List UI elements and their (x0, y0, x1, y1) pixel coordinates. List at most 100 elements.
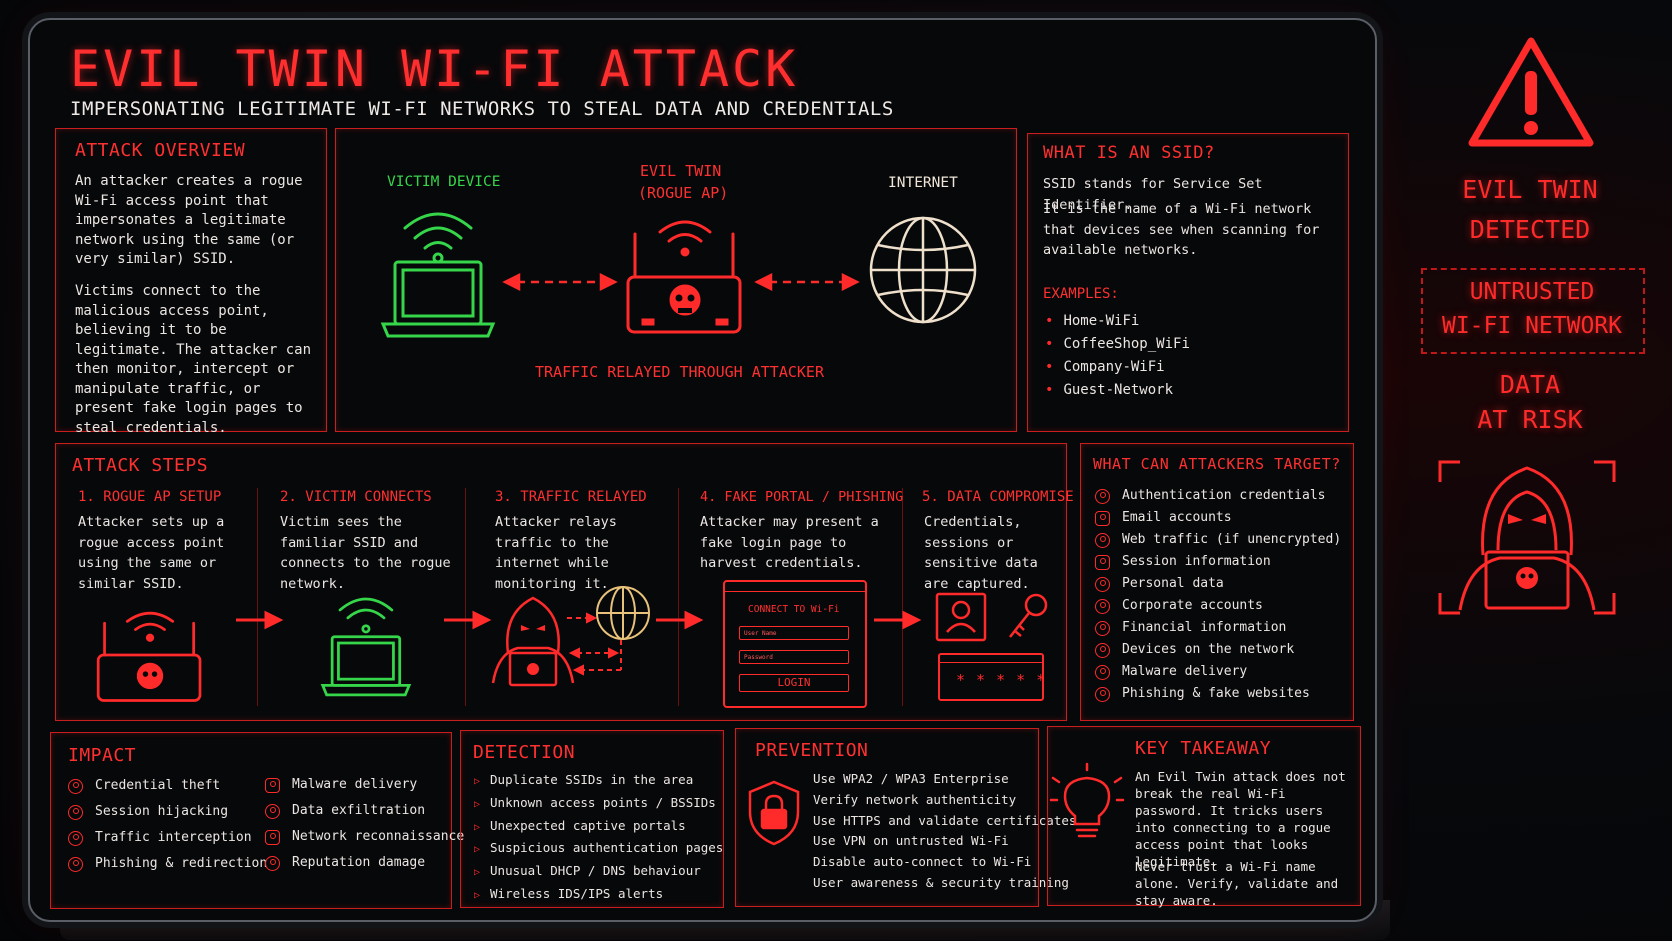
list-item: Malware delivery (265, 772, 464, 798)
list-item: Suspicious authentication pages (474, 838, 723, 861)
evil-twin-label: EVIL TWIN (640, 162, 722, 180)
list-item: Reputation damage (265, 850, 464, 876)
hook-icon (68, 856, 83, 872)
building-icon (1095, 598, 1110, 614)
list-item-label: Session hijacking (95, 804, 229, 819)
divider (465, 488, 466, 706)
arrow-right-icon (444, 610, 492, 630)
email-icon (1095, 510, 1110, 526)
list-item-label: Personal data (1122, 576, 1224, 591)
overview-para2: Victims connect to the malicious access … (75, 283, 312, 436)
untrusted-line-2: WI-FI NETWORK (1441, 313, 1622, 339)
list-item: Disable auto-connect to Wi-Fi (813, 854, 1032, 870)
list-item-label: Traffic interception (95, 830, 252, 845)
dollar-icon (1095, 620, 1110, 636)
impact-panel (50, 732, 452, 909)
bug-icon (1095, 664, 1110, 680)
prevention-panel (735, 728, 1039, 907)
divider (678, 488, 679, 706)
overview-heading: ATTACK OVERVIEW (75, 140, 246, 161)
password-box-titlebar (940, 655, 1042, 663)
fake-portal-window: CONNECT TO Wi-Fi User Name Password LOGI… (723, 580, 867, 708)
victim-laptop-icon (380, 212, 496, 338)
step-5-text: Credentials, sessions or sensitive data … (924, 514, 1038, 592)
ssid-line2: It is the name of a Wi-Fi network that d… (1043, 201, 1320, 258)
hook-icon (1095, 686, 1110, 702)
arrow-right-icon (874, 610, 922, 630)
list-item: Company-WiFi (1045, 356, 1190, 379)
targets-list: Authentication credentials Email account… (1095, 485, 1341, 705)
list-item-label: Web traffic (if unencrypted) (1122, 532, 1342, 547)
list-item: Use WPA2 / WPA3 Enterprise (813, 771, 1009, 786)
step-2-text: Victim sees the familiar SSID and connec… (280, 514, 451, 592)
list-item: Credential theft (68, 773, 267, 799)
internet-label: INTERNET (888, 175, 958, 191)
divider (257, 488, 258, 706)
globe-icon (869, 216, 977, 324)
portal-username-field: User Name (739, 626, 849, 640)
list-item: Unknown access points / BSSIDs (474, 793, 723, 816)
portal-titlebar (725, 582, 865, 592)
list-item: Session hijacking (68, 799, 267, 825)
divider (902, 488, 903, 706)
list-item: Home-WiFi (1045, 310, 1190, 333)
list-item-label: Reputation damage (292, 855, 426, 870)
detection-heading: DETECTION (473, 742, 576, 763)
steps-heading: ATTACK STEPS (72, 455, 209, 476)
key-icon (1009, 593, 1048, 638)
diagram-caption: TRAFFIC RELAYED THROUGH ATTACKER (535, 363, 824, 381)
hacker-icon (491, 596, 575, 687)
hacker-icon (1438, 460, 1616, 615)
list-item-label: Devices on the network (1122, 642, 1295, 657)
session-icon (68, 804, 83, 820)
reputation-icon (265, 855, 280, 871)
list-item: Web traffic (if unencrypted) (1095, 529, 1341, 551)
user-id-icon (935, 592, 987, 642)
list-item: Guest-Network (1045, 379, 1190, 402)
list-item-label: Corporate accounts (1122, 598, 1263, 613)
detection-list: Duplicate SSIDs in the area Unknown acce… (474, 770, 723, 907)
examples-label: EXAMPLES: (1043, 286, 1119, 302)
page-subtitle: IMPERSONATING LEGITIMATE WI-FI NETWORKS … (70, 98, 894, 120)
ssid-examples-list: Home-WiFi CoffeeShop_WiFi Company-WiFi G… (1045, 310, 1190, 402)
credential-icon (68, 778, 83, 794)
person-icon (1095, 576, 1110, 592)
list-item: Phishing & fake websites (1095, 683, 1341, 705)
recon-icon (265, 829, 280, 845)
list-item-label: Phishing & redirection (95, 856, 268, 871)
overview-panel (55, 128, 327, 432)
list-item-label: Financial information (1122, 620, 1287, 635)
password-box: * * * * * (938, 653, 1047, 701)
list-item: Unusual DHCP / DNS behaviour (474, 861, 723, 884)
list-item-label: Credential theft (95, 778, 221, 793)
list-item-label: Data exfiltration (292, 803, 426, 818)
password-stars: * * * * * (956, 671, 1047, 689)
session-icon (1095, 554, 1110, 570)
impact-list-1: Credential theft Session hijacking Traff… (68, 773, 267, 877)
takeaway-para2: Never trust a Wi-Fi name alone. Verify, … (1135, 859, 1339, 908)
list-item: Personal data (1095, 573, 1341, 595)
list-item: Traffic interception (68, 825, 267, 851)
prevention-heading: PREVENTION (755, 740, 869, 761)
list-item: CoffeeShop_WiFi (1045, 333, 1189, 356)
impact-list-2: Malware delivery Data exfiltration Netwo… (265, 772, 464, 876)
step-3-text: Attacker relays traffic to the internet … (495, 514, 617, 592)
takeaway-heading: KEY TAKEAWAY (1135, 738, 1272, 759)
page-title: EVIL TWIN WI-FI ATTACK (70, 40, 799, 98)
alert-line-2: DETECTED (1469, 215, 1591, 244)
list-item-label: Phishing & fake websites (1122, 686, 1310, 701)
list-item-label: Session information (1122, 554, 1271, 569)
list-item: Use VPN on untrusted Wi-Fi (813, 833, 1009, 849)
victim-device-label: VICTIM DEVICE (387, 174, 501, 190)
list-item: Network reconnaissance (265, 824, 464, 850)
step-1-text: Attacker sets up a rogue access point us… (78, 514, 225, 592)
portal-password-field: Password (739, 650, 849, 664)
lightbulb-icon (1049, 762, 1125, 838)
overview-para1: An attacker creates a rogue Wi-Fi access… (75, 173, 303, 267)
list-item: Use HTTPS and validate certificates (813, 812, 1077, 828)
eye-icon (68, 830, 83, 846)
step-2-title: 2. VICTIM CONNECTS (280, 489, 432, 505)
warning-triangle-icon (1468, 37, 1594, 147)
list-item-label: Authentication credentials (1122, 488, 1326, 503)
list-item: Verify network authenticity (813, 791, 1017, 807)
